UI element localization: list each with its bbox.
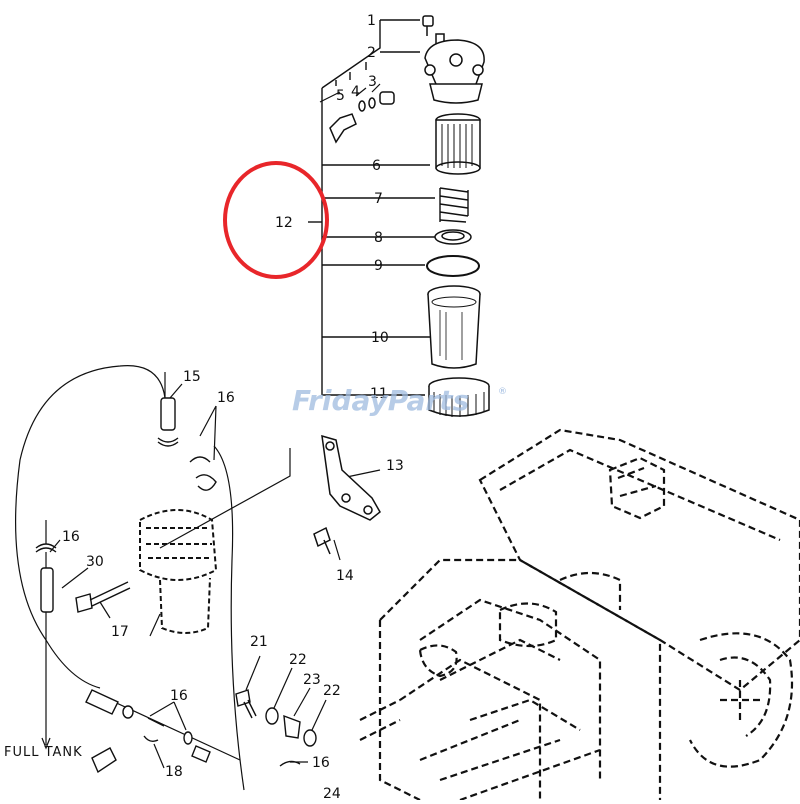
watermark: FridayParts ® [292,384,507,417]
callout-30: 30 [86,554,104,570]
callout-4: 4 [351,84,360,100]
ring [434,229,472,245]
callout-6: 6 [372,158,381,174]
lower-callouts: 13 14 15 16 16 16 16 17 18 21 22 23 22 2… [4,369,404,802]
spring [439,187,469,223]
callout-13: 13 [386,458,404,474]
filter-head [422,15,485,104]
engine-outline [359,428,800,802]
callout-7: 7 [374,191,383,207]
callout-22-left: 22 [289,652,307,668]
callout-16-top: 16 [217,390,235,406]
callout-16-right: 16 [312,755,330,771]
highlight-circle [223,161,329,279]
callout-9: 9 [374,258,383,274]
callout-18: 18 [165,764,183,780]
ring-nut [428,377,490,417]
callout-1: 1 [367,13,376,29]
callout-15: 15 [183,369,201,385]
watermark-reg: ® [498,387,507,397]
o-ring [426,255,480,277]
filter-bowl [427,285,481,369]
callout-8: 8 [374,230,383,246]
callout-14: 14 [336,568,354,584]
full-tank-label: FULL TANK [4,745,83,760]
fuel-lines [14,365,291,791]
callout-17: 17 [111,624,129,640]
leader-lines-filter [308,19,435,396]
leader-lines-left [49,383,381,619]
callout-11: 11 [370,386,388,402]
callout-16-bottom: 16 [170,688,188,704]
bottom-fittings [85,689,317,774]
watermark-text: FridayParts [292,384,469,417]
bracket [313,434,381,555]
callout-12: 12 [275,215,293,231]
hose-and-clamps [35,397,217,613]
callout-22-right: 22 [323,683,341,699]
callout-24: 24 [323,786,341,800]
callout-2: 2 [367,45,376,61]
callout-10: 10 [371,330,389,346]
callout-21: 21 [250,634,268,650]
filter-callouts: 1 2 3 4 5 6 7 8 9 10 11 12 [275,13,389,402]
filter-element [435,113,481,175]
callout-16-left: 16 [62,529,80,545]
callout-23: 23 [303,672,321,688]
callout-5: 5 [336,88,345,104]
fitting-parts [319,83,395,144]
bolt [75,581,131,613]
callout-3: 3 [368,74,377,90]
filter-ghost [139,509,218,634]
leader-lines-bottom [149,655,327,769]
